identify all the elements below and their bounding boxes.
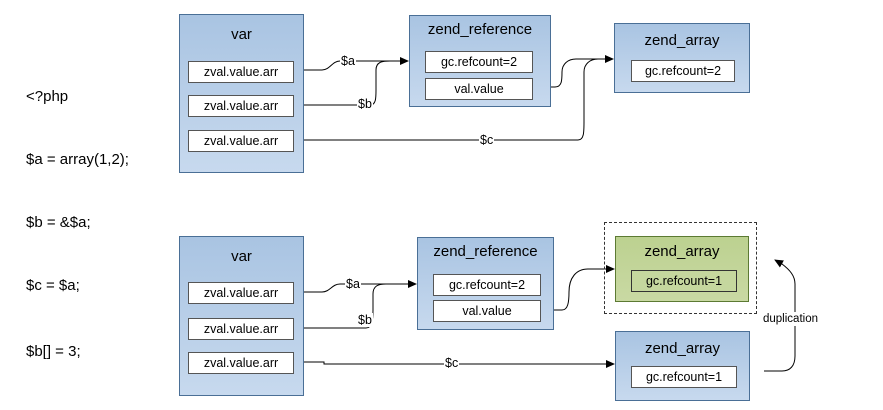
arrow-c-top bbox=[293, 58, 613, 141]
var-field-c: zval.value.arr bbox=[188, 130, 294, 152]
label-a-top: $a bbox=[340, 54, 356, 68]
code-line: $c = $a; bbox=[26, 277, 80, 294]
code-line: $b[] = 3; bbox=[26, 343, 81, 360]
label-b-top: $b bbox=[357, 97, 373, 111]
code-line: <?php bbox=[26, 88, 69, 105]
arrow-a-top bbox=[293, 57, 409, 71]
var-field-a: zval.value.arr bbox=[188, 282, 294, 304]
var-field-a: zval.value.arr bbox=[188, 61, 294, 83]
box-title: zend_array bbox=[644, 340, 721, 357]
php-code-bottom: $b[] = 3; bbox=[26, 299, 81, 383]
label-duplication: duplication bbox=[762, 312, 819, 326]
zend-array-box-new: zend_array gc.refcount=1 bbox=[615, 236, 749, 302]
array-refcount-field: gc.refcount=2 bbox=[631, 60, 735, 82]
label-b-bottom: $b bbox=[357, 313, 373, 327]
box-title: zend_reference bbox=[433, 243, 538, 260]
box-title: zend_array bbox=[644, 32, 720, 49]
arrow-b-top bbox=[293, 60, 391, 106]
code-line: $a = array(1,2); bbox=[26, 151, 129, 168]
arrow-val-top bbox=[532, 55, 614, 88]
ref-val-value-field: val.value bbox=[425, 78, 533, 100]
var-box-top: var zval.value.arr zval.value.arr zval.v… bbox=[179, 14, 304, 173]
box-title: var bbox=[231, 248, 252, 265]
var-field-b: zval.value.arr bbox=[188, 95, 294, 117]
box-title: zend_array bbox=[644, 243, 720, 260]
ref-refcount-field: gc.refcount=2 bbox=[425, 51, 533, 73]
var-field-c: zval.value.arr bbox=[188, 352, 294, 374]
arrow-a-bottom bbox=[293, 280, 417, 293]
zend-reference-box-bottom: zend_reference gc.refcount=2 val.value bbox=[417, 237, 554, 330]
ref-refcount-field: gc.refcount=2 bbox=[433, 274, 541, 296]
var-box-bottom: var zval.value.arr zval.value.arr zval.v… bbox=[179, 236, 304, 396]
array-refcount-field: gc.refcount=1 bbox=[631, 270, 737, 292]
array-refcount-field: gc.refcount=1 bbox=[631, 366, 737, 388]
label-c-bottom: $c bbox=[444, 356, 460, 370]
zend-reference-box-top: zend_reference gc.refcount=2 val.value bbox=[409, 15, 551, 107]
label-a-bottom: $a bbox=[345, 277, 361, 291]
var-field-b: zval.value.arr bbox=[188, 318, 294, 340]
arrow-val-bottom bbox=[540, 265, 615, 311]
zend-array-box-top: zend_array gc.refcount=2 bbox=[614, 23, 750, 93]
zend-array-box-old: zend_array gc.refcount=1 bbox=[615, 331, 750, 401]
box-title: var bbox=[231, 26, 252, 43]
box-title: zend_reference bbox=[427, 21, 533, 38]
highlight-dashed-frame bbox=[604, 222, 757, 314]
php-code-top: <?php $a = array(1,2); $b = &$a; $c = $a… bbox=[26, 44, 129, 317]
label-c-top: $c bbox=[479, 133, 495, 147]
code-line: $b = &$a; bbox=[26, 214, 91, 231]
ref-val-value-field: val.value bbox=[433, 300, 541, 322]
arrow-c-bottom bbox=[293, 360, 615, 368]
